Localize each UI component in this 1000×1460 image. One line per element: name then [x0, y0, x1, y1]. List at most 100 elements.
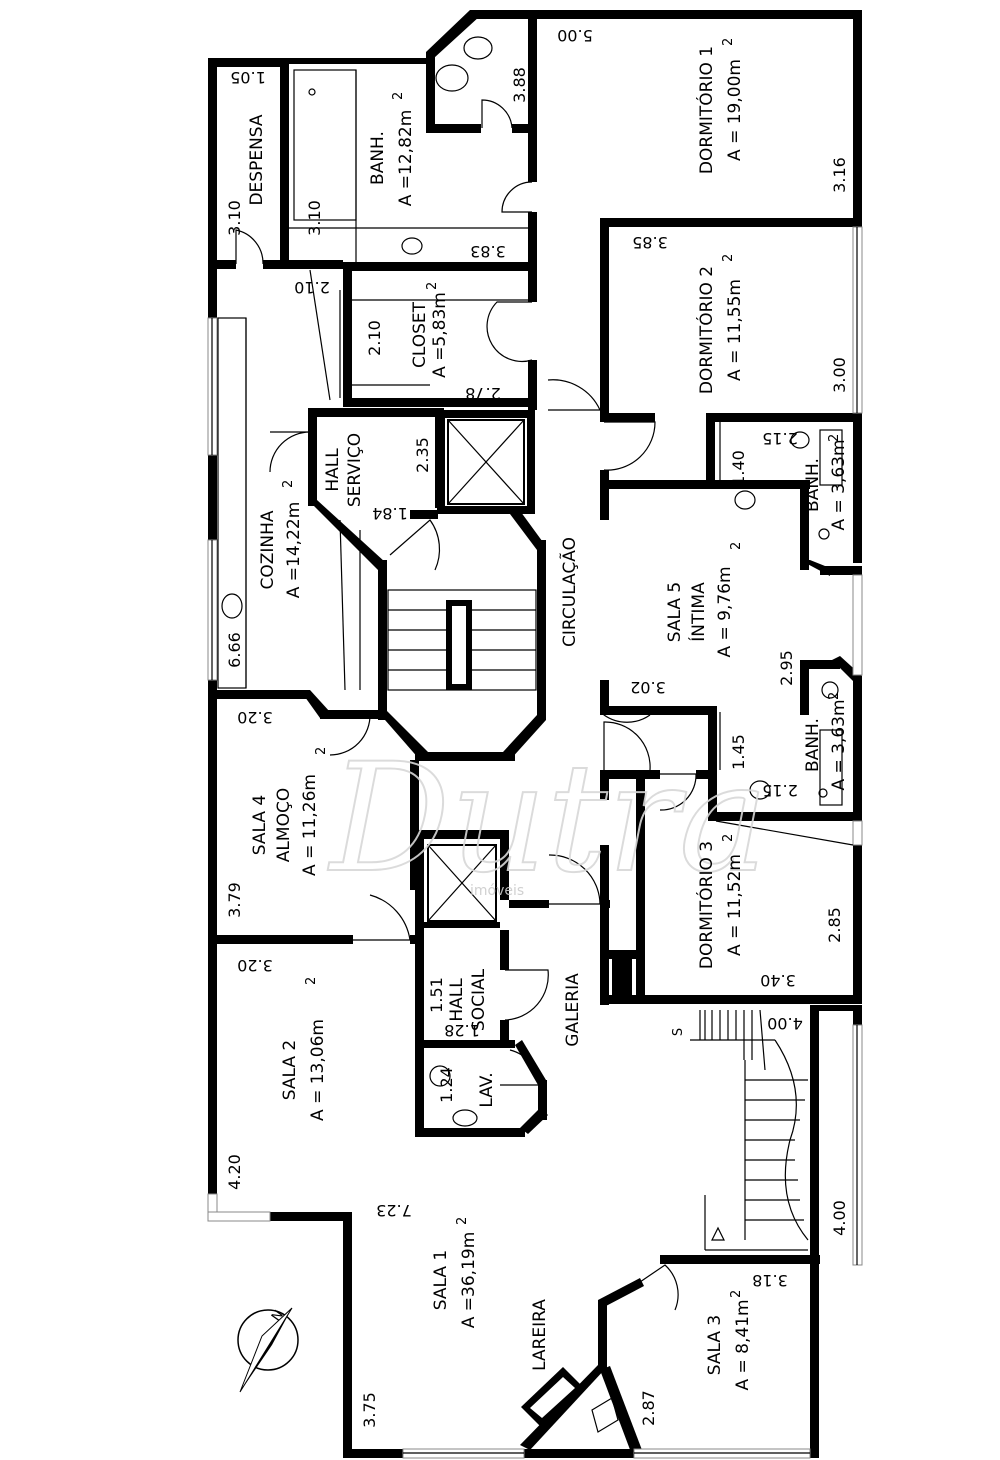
svg-text:BANH.: BANH.: [803, 718, 823, 772]
svg-text:A = 11,55m: A = 11,55m: [725, 279, 745, 381]
svg-text:2: 2: [721, 834, 736, 842]
svg-text:1.84: 1.84: [372, 504, 408, 523]
label-sala-1: SALA 1 A =36,19m: [431, 1232, 479, 1329]
svg-text:A = 3,63m: A = 3,63m: [829, 439, 849, 530]
svg-text:DORMITÓRIO 2: DORMITÓRIO 2: [695, 266, 717, 394]
svg-text:3.10: 3.10: [305, 200, 324, 236]
svg-text:2.10: 2.10: [365, 320, 384, 356]
svg-text:SALA 5: SALA 5: [665, 582, 685, 642]
right-staircase: [690, 1009, 809, 1251]
svg-text:SOCIAL: SOCIAL: [469, 968, 489, 1031]
label-sala-5: SALA 5 ÍNTIMA A = 9,76m: [665, 566, 735, 657]
svg-text:A = 11,26m: A = 11,26m: [300, 774, 320, 876]
svg-text:3.79: 3.79: [225, 882, 244, 918]
svg-text:A =5,83m: A =5,83m: [430, 292, 450, 378]
svg-text:6.66: 6.66: [225, 632, 244, 668]
svg-text:3.83: 3.83: [470, 242, 506, 261]
svg-text:SALA 4: SALA 4: [250, 795, 270, 855]
svg-text:A = 9,76m: A = 9,76m: [715, 566, 735, 657]
svg-text:LAV.: LAV.: [477, 1072, 497, 1107]
svg-text:ALMOÇO: ALMOÇO: [274, 788, 294, 862]
svg-text:2: 2: [391, 92, 406, 100]
svg-text:3.16: 3.16: [830, 157, 849, 193]
svg-text:SALA 1: SALA 1: [431, 1250, 451, 1310]
svg-text:2: 2: [314, 747, 329, 755]
svg-text:3.40: 3.40: [760, 971, 796, 990]
label-closet: CLOSET A =5,83m: [410, 292, 450, 378]
svg-text:3.20: 3.20: [237, 956, 273, 975]
svg-text:1.05: 1.05: [230, 68, 266, 87]
svg-text:A = 19,00m: A = 19,00m: [725, 59, 745, 161]
svg-text:2: 2: [455, 1217, 470, 1225]
svg-text:2: 2: [827, 434, 842, 442]
svg-text:COZINHA: COZINHA: [258, 510, 278, 589]
svg-text:LAREIRA: LAREIRA: [530, 1299, 550, 1371]
svg-text:4.00: 4.00: [830, 1200, 849, 1236]
svg-text:1.28: 1.28: [444, 1021, 480, 1040]
svg-text:HALL: HALL: [323, 448, 343, 492]
label-dormitorio-3: DORMITÓRIO 3 A = 11,52m: [695, 841, 745, 969]
svg-text:3.20: 3.20: [237, 708, 273, 727]
svg-text:1.45: 1.45: [729, 734, 748, 770]
svg-text:A =12,82m: A =12,82m: [396, 110, 416, 207]
svg-text:3.10: 3.10: [225, 200, 244, 236]
svg-text:CIRCULAÇÃO: CIRCULAÇÃO: [558, 537, 580, 647]
svg-text:3.18: 3.18: [752, 1271, 788, 1290]
svg-text:SERVIÇO: SERVIÇO: [345, 433, 365, 507]
svg-text:S: S: [671, 1028, 686, 1036]
svg-text:1.51: 1.51: [427, 977, 446, 1013]
svg-text:A = 8,41m: A = 8,41m: [733, 1299, 753, 1390]
svg-text:2.87: 2.87: [639, 1390, 658, 1426]
label-sala-4: SALA 4 ALMOÇO A = 11,26m: [250, 774, 320, 876]
svg-text:5.00: 5.00: [557, 26, 593, 45]
svg-text:A = 11,52m: A = 11,52m: [725, 854, 745, 956]
svg-text:CLOSET: CLOSET: [410, 301, 430, 368]
room-labels: DORMITÓRIO 1 A = 19,00m 2 5.00 3.16 DORM…: [225, 26, 849, 1428]
svg-text:2.15: 2.15: [762, 429, 798, 448]
walls: [208, 10, 862, 1458]
fixtures: [217, 36, 854, 1433]
svg-text:1.24: 1.24: [437, 1067, 456, 1103]
label-dormitorio-2: DORMITÓRIO 2 A = 11,55m: [695, 266, 745, 394]
svg-text:2: 2: [729, 542, 744, 550]
label-sala-3: SALA 3 A = 8,41m: [705, 1299, 753, 1390]
svg-text:3.88: 3.88: [510, 67, 529, 103]
svg-text:2: 2: [304, 977, 319, 985]
label-dormitorio-1: DORMITÓRIO 1 A = 19,00m: [695, 46, 745, 174]
svg-text:ÍNTIMA: ÍNTIMA: [687, 582, 709, 642]
svg-text:imóveis: imóveis: [470, 883, 524, 899]
svg-text:1.40: 1.40: [729, 450, 748, 486]
svg-text:4.00: 4.00: [767, 1014, 803, 1033]
svg-text:2: 2: [721, 254, 736, 262]
label-hall-servico: HALL SERVIÇO: [323, 433, 365, 507]
svg-text:2.35: 2.35: [413, 437, 432, 473]
watermark: Dutra imóveis: [326, 731, 769, 907]
svg-text:7.23: 7.23: [376, 1201, 412, 1220]
svg-text:3.75: 3.75: [360, 1392, 379, 1428]
svg-text:HALL: HALL: [447, 978, 467, 1022]
svg-text:2.15: 2.15: [762, 781, 798, 800]
svg-text:2.10: 2.10: [294, 278, 330, 297]
svg-text:4.20: 4.20: [225, 1154, 244, 1190]
label-banh-2: BANH. A = 3,63m: [803, 439, 849, 530]
label-banh-3: BANH. A = 3,63m: [803, 699, 849, 790]
svg-text:2: 2: [281, 480, 296, 488]
svg-text:BANH.: BANH.: [368, 131, 388, 185]
svg-text:DORMITÓRIO 3: DORMITÓRIO 3: [695, 841, 717, 969]
svg-text:2.95: 2.95: [777, 650, 796, 686]
label-hall-social: HALL SOCIAL: [447, 968, 489, 1031]
svg-text:SALA 3: SALA 3: [705, 1315, 725, 1375]
svg-text:A =14,22m: A =14,22m: [284, 502, 304, 599]
label-cozinha: COZINHA A =14,22m: [258, 502, 304, 599]
label-sala-2: SALA 2 A = 13,06m: [280, 1019, 328, 1121]
svg-text:GALERIA: GALERIA: [563, 973, 583, 1047]
svg-text:BANH.: BANH.: [803, 458, 823, 512]
svg-text:DESPENSA: DESPENSA: [247, 114, 267, 205]
label-banh-main: BANH. A =12,82m: [368, 110, 416, 207]
svg-text:Dutra: Dutra: [327, 732, 768, 906]
svg-text:2: 2: [425, 282, 440, 290]
svg-text:DORMITÓRIO 1: DORMITÓRIO 1: [695, 46, 717, 174]
svg-text:2: 2: [721, 38, 736, 46]
svg-text:A = 13,06m: A = 13,06m: [308, 1019, 328, 1121]
